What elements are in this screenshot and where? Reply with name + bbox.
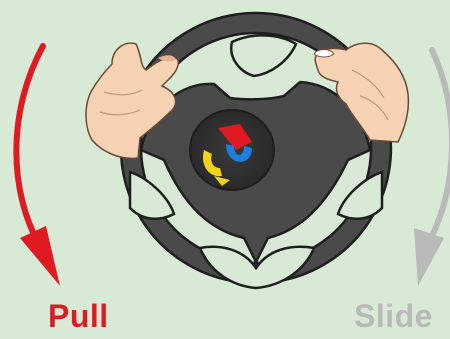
pull-arrow-icon (16, 46, 60, 286)
slide-arrow-icon (414, 50, 450, 286)
slide-label: Slide (354, 300, 433, 332)
pull-label: Pull (48, 300, 109, 332)
